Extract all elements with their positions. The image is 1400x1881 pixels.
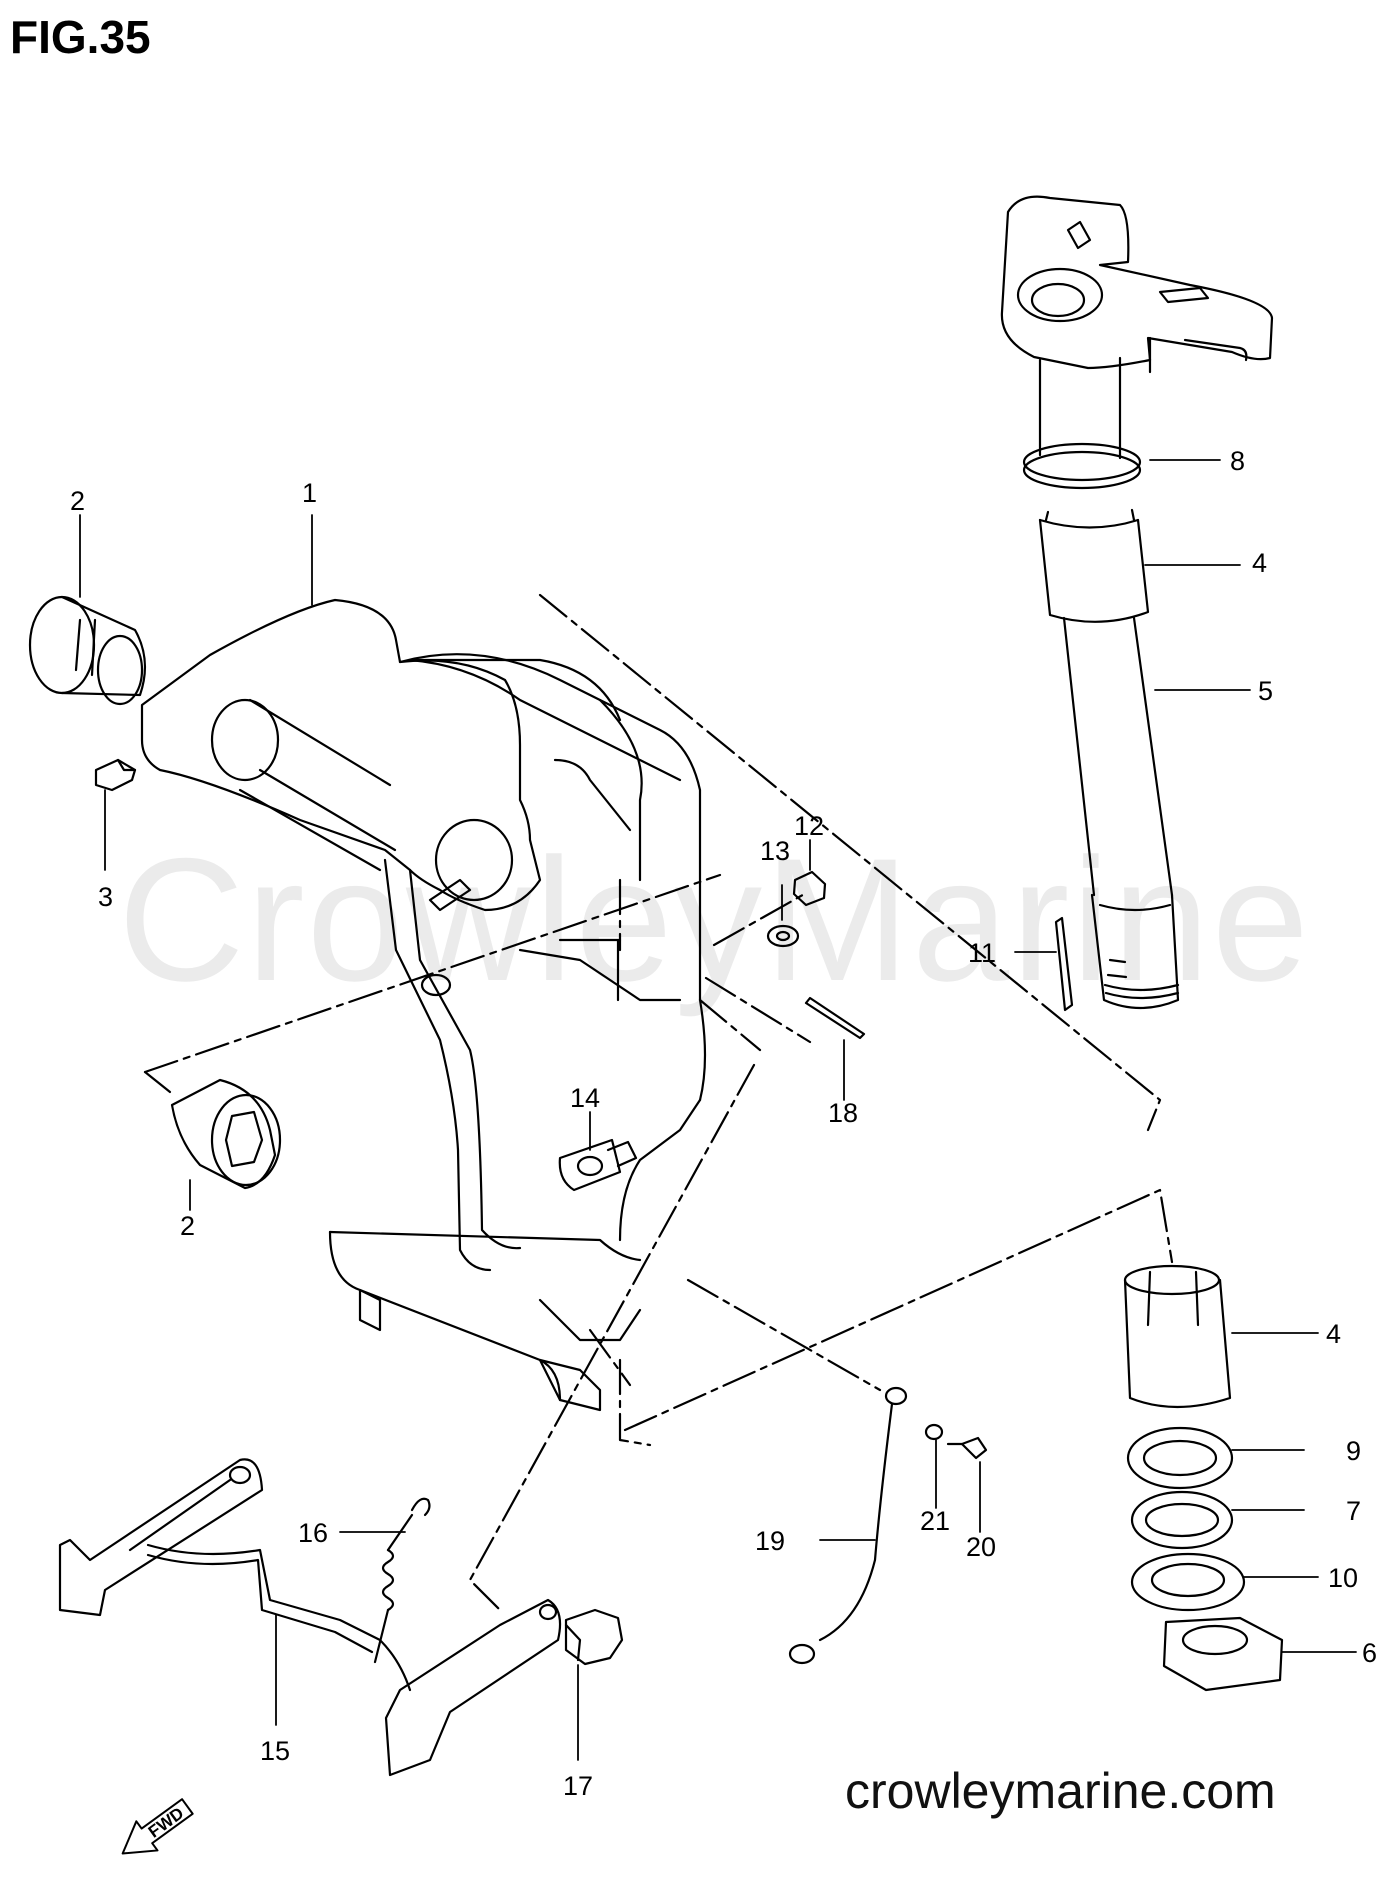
nut-12-part [792,870,827,907]
screw-20-part [946,1436,988,1460]
callout-9: 9 [1346,1436,1361,1466]
callout-5: 5 [1258,676,1273,706]
rod-15-part [146,1543,412,1692]
callout-8: 8 [1230,446,1245,476]
steering-shaft-part [1062,616,1180,1010]
callout-4: 4 [1326,1319,1341,1349]
steering-bracket-part [1000,195,1274,374]
bushing-2-upper-part [28,595,147,706]
callout-4: 4 [1252,548,1267,578]
washer-7-part [1130,1490,1234,1550]
callout-12: 12 [794,811,824,841]
swivel-bracket-part [140,598,707,1412]
website-label: crowleymarine.com [845,1763,1276,1819]
bushing-2-lower-part [170,1078,282,1190]
nut-6-part [1162,1616,1284,1692]
leader-lines [79,459,1357,1761]
pin-18-part [804,996,866,1040]
ground-lead-part [788,1386,908,1665]
callout-numbers: 1 2 2 3 4 4 5 6 7 8 9 10 11 12 13 14 15 … [70,446,1377,1801]
steering-shaft-upper [1022,356,1142,490]
callout-18: 18 [828,1098,858,1128]
bolt-14-part [558,1138,638,1192]
key-pin-part [1054,916,1074,1012]
callout-16: 16 [298,1518,328,1548]
washer-9-part [1126,1426,1234,1490]
assembly-guide-lines [143,593,1174,1612]
callout-13: 13 [760,836,790,866]
callout-2: 2 [70,486,85,516]
washer-10-part [1130,1552,1246,1612]
callout-2: 2 [180,1211,195,1241]
callout-6: 6 [1362,1638,1377,1668]
bushing-lower-part [1123,1264,1232,1409]
spring-16-part [373,1497,431,1664]
figure-title: FIG.35 [10,11,151,63]
callout-7: 7 [1346,1496,1361,1526]
callout-14: 14 [570,1083,600,1113]
callout-21: 21 [920,1506,950,1536]
callout-15: 15 [260,1736,290,1766]
fwd-arrow-icon: FWD [121,1798,194,1855]
callout-3: 3 [98,882,113,912]
callout-11: 11 [968,938,996,968]
callout-1: 1 [302,478,317,508]
washer-21-part [924,1423,944,1441]
bolt-17-part [564,1608,624,1666]
callout-19: 19 [755,1526,785,1556]
grease-nipple-part [94,758,137,792]
callout-17: 17 [563,1771,593,1801]
bushing-upper-part [1038,508,1150,623]
callout-10: 10 [1328,1563,1358,1593]
lever-plate-part [58,1458,264,1617]
lever-arm-part [384,1598,562,1777]
washer-13-part [766,924,800,948]
callout-20: 20 [966,1532,996,1562]
